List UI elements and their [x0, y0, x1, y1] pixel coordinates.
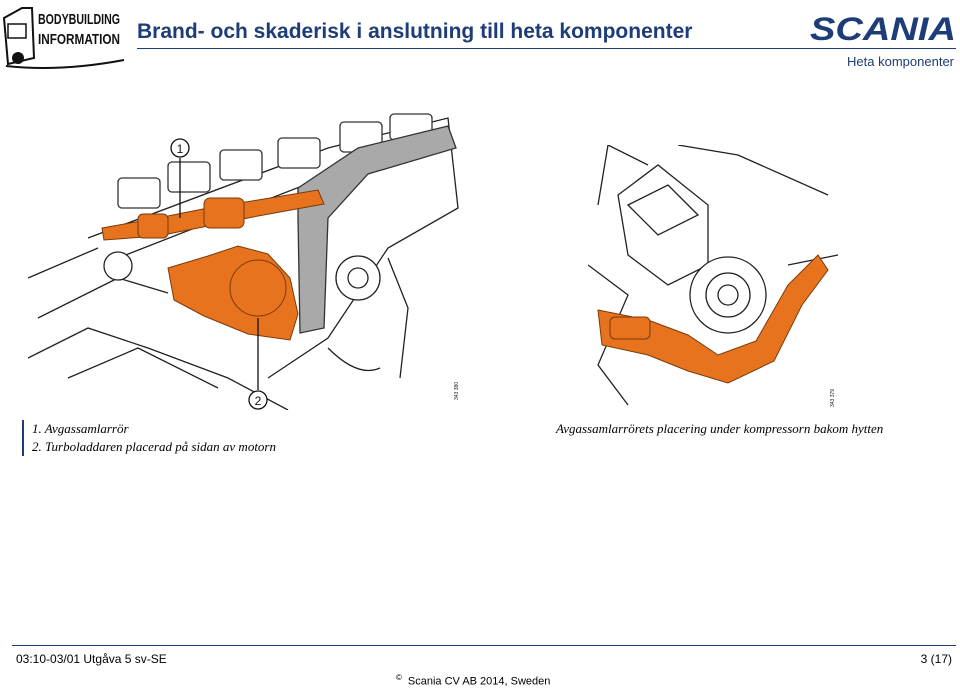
header-divider — [137, 48, 956, 49]
brand-wordmark: SCANIA — [810, 11, 956, 46]
callout-2-label: 2 — [255, 394, 262, 408]
scania-logo: SCANIA — [810, 11, 956, 46]
logo-line2: INFORMATION — [38, 31, 120, 48]
section-subtitle: Heta komponenter — [847, 54, 954, 69]
callout-1: 1 — [170, 138, 190, 158]
figure-right-caption: Avgassamlarrörets placering under kompre… — [556, 421, 884, 436]
document-id: 03:10-03/01 Utgåva 5 sv-SE — [16, 652, 167, 666]
copyright: © Scania CV AB 2014, Sweden — [396, 673, 550, 688]
exhaust-manifold — [101, 189, 325, 241]
copyright-text: Scania CV AB 2014, Sweden — [407, 675, 551, 688]
bodybuilding-information-logo: BODYBUILDING INFORMATION — [2, 7, 125, 69]
figure-left-ref: 343 380 — [454, 382, 460, 400]
copyright-symbol: © — [396, 673, 402, 682]
page-title: Brand- och skaderisk i anslutning till h… — [137, 20, 693, 43]
cylinder-heads — [117, 113, 433, 209]
page-number: 3 (17) — [920, 652, 952, 666]
caption-item-2: 2. Turboladdaren placerad på sidan av mo… — [32, 439, 276, 454]
figure-left-captions: 1. Avgassamlarrör 2. Turboladdaren place… — [22, 420, 276, 456]
compressor-exhaust-illustration: 343 379 — [588, 145, 839, 407]
exhaust-manifold-rear — [597, 254, 829, 384]
caption-item-1: 1. Avgassamlarrör — [32, 421, 129, 436]
figure-right-ref: 343 379 — [830, 389, 836, 407]
air-compressor — [617, 164, 767, 334]
callout-2: 2 — [248, 390, 268, 410]
logo-line1: BODYBUILDING — [38, 11, 120, 28]
engine-exhaust-illustration: 1 2 343 380 — [28, 113, 460, 410]
turbocharger — [167, 245, 299, 341]
footer-divider — [12, 645, 956, 646]
callout-1-label: 1 — [177, 142, 184, 156]
